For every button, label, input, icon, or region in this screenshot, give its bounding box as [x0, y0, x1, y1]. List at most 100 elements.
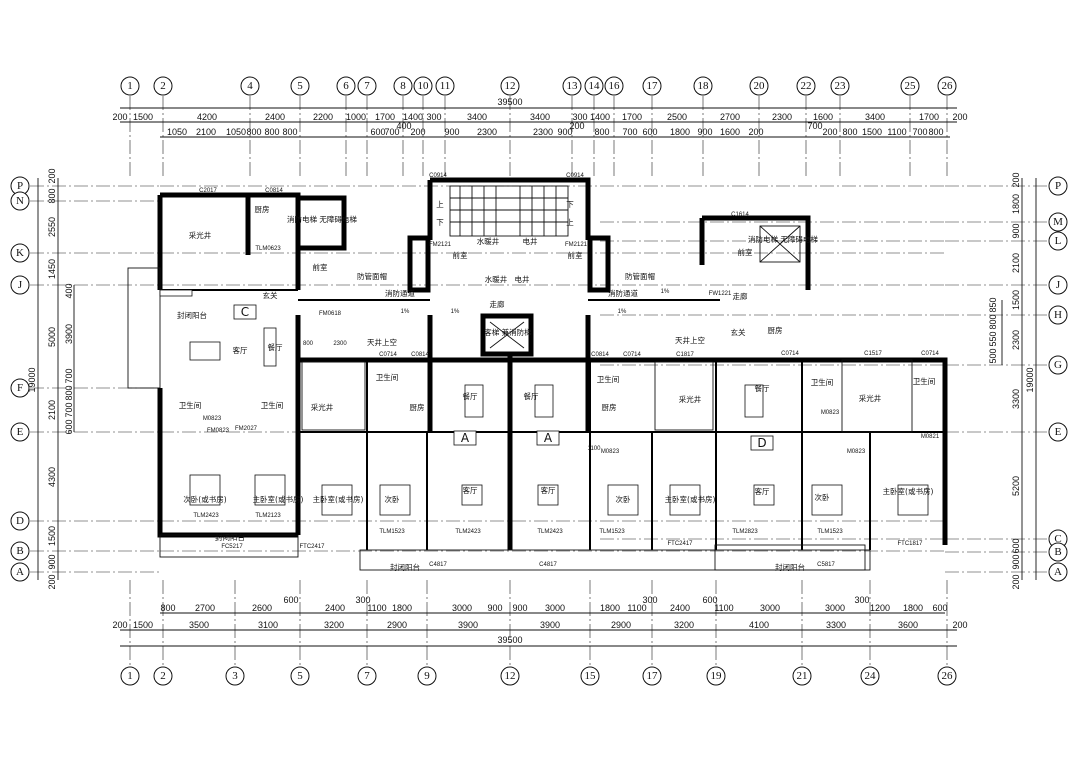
watermark-logo: 房天下 Fang.com	[900, 698, 1042, 742]
dimension-text: 3000	[825, 603, 845, 613]
dimension-text: 1600	[720, 127, 740, 137]
room-label: 电井	[523, 236, 538, 246]
room-label: 消防电梯 无障碍电梯	[748, 234, 818, 244]
dimension-text: 4100	[749, 620, 769, 630]
dimension-text: 700	[622, 127, 637, 137]
door-window-code: TLM2123	[255, 513, 281, 519]
furniture	[159, 289, 929, 516]
axis-label: 9	[424, 670, 430, 682]
dimension-text: 2100	[196, 127, 216, 137]
axis-label: 4	[247, 80, 253, 92]
dimension-text: 1800	[903, 603, 923, 613]
room-label: 前室	[313, 262, 328, 272]
axis-label: 25	[905, 80, 917, 92]
door-window-code: FW1221	[709, 291, 732, 297]
dimension-text: 800	[594, 127, 609, 137]
axis-right: A	[1048, 562, 1068, 582]
room-label: 客厅	[755, 486, 770, 496]
dimension-text: 2100	[1011, 253, 1021, 273]
axis-left: D	[10, 511, 30, 531]
axis-label: 7	[364, 670, 370, 682]
door-window-code: C1817	[676, 352, 694, 358]
dimension-text: 1800	[670, 127, 690, 137]
dimension-text: 900	[1011, 554, 1021, 569]
axis-label: 19	[711, 670, 723, 682]
room-label: 电井	[515, 274, 530, 284]
axis-right: M	[1048, 212, 1068, 232]
room-label: 走廊	[490, 299, 505, 309]
door-window-code: C0814	[265, 188, 283, 194]
door-window-code: C0814	[591, 352, 609, 358]
dimension-text: 2300	[533, 127, 553, 137]
axis-top: 26	[937, 76, 957, 96]
axis-label: A	[1054, 566, 1062, 578]
dimension-text: 2300	[1011, 330, 1021, 350]
room-label: 封闭阳台	[215, 532, 245, 542]
axis-left: N	[10, 191, 30, 211]
room-label: 采光井	[679, 394, 702, 404]
door-window-code: FM2121	[429, 242, 452, 248]
slope-label: 1%	[618, 309, 627, 315]
axis-label: G	[1054, 359, 1062, 371]
dimension-text: 3900	[64, 324, 74, 344]
room-label: 采光井	[311, 402, 334, 412]
dimension-text: 3200	[324, 620, 344, 630]
axis-top: 11	[435, 76, 455, 96]
room-label: 次卧	[385, 494, 400, 504]
dimension-text: 700	[807, 121, 822, 131]
room-label: 水暖井	[477, 236, 500, 246]
dimension-text: 200	[952, 112, 967, 122]
axis-label: 2	[160, 670, 166, 682]
dimension-text: 2400	[325, 603, 345, 613]
dimension-text: 850	[988, 297, 998, 312]
dimension-text: 2500	[667, 112, 687, 122]
axis-top: 8	[393, 76, 413, 96]
dimension-text: 550	[988, 331, 998, 346]
dimension-text: 900	[1011, 223, 1021, 238]
dimension-text: 700	[64, 402, 74, 417]
dimension-text: 1200	[870, 603, 890, 613]
dimension-text: 500	[988, 348, 998, 363]
axis-bottom: 3	[225, 666, 245, 686]
dimension-text: 3000	[452, 603, 472, 613]
axis-label: 10	[418, 80, 430, 92]
axis-right: B	[1048, 542, 1068, 562]
dimension-text: 3600	[898, 620, 918, 630]
room-label: 前室	[738, 247, 753, 257]
axis-left: A	[10, 562, 30, 582]
door-window-code: FM0823	[207, 428, 230, 434]
axis-label: 15	[585, 670, 597, 682]
room-label: 厨房	[410, 402, 425, 412]
axis-label: J	[1056, 279, 1061, 291]
door-window-code: M0823	[203, 416, 222, 422]
axis-top: 7	[357, 76, 377, 96]
axis-label: P	[1055, 180, 1061, 192]
axis-bottom: 19	[706, 666, 726, 686]
door-window-code: C2017	[199, 188, 217, 194]
dimension-text: 600	[1011, 538, 1021, 553]
axis-right: J	[1048, 275, 1068, 295]
axis-label: K	[16, 247, 24, 259]
door-window-code: TLM2423	[193, 513, 219, 519]
dimension-text: 19000	[27, 367, 37, 392]
room-label: 餐厅	[755, 384, 770, 393]
dimension-text: 2300	[477, 127, 497, 137]
dimension-text: 2100	[47, 400, 57, 420]
dimension-text: 800	[264, 127, 279, 137]
room-label: 主卧室(或书房)	[665, 494, 716, 504]
dimension-text: 39500	[497, 97, 522, 107]
slope-label: 1%	[401, 309, 410, 315]
dimension-text: 3300	[826, 620, 846, 630]
axis-bottom: 1	[120, 666, 140, 686]
dimension-text: 600	[370, 127, 385, 137]
dimension-text: 800	[842, 127, 857, 137]
axis-label: 26	[942, 670, 954, 682]
door-window-code: TLM1523	[599, 529, 625, 535]
dimension-text: 400	[64, 283, 74, 298]
door-window-code: FM2027	[235, 426, 258, 432]
dimension-text: 3900	[540, 620, 560, 630]
axis-label: 1	[127, 80, 133, 92]
axis-right: E	[1048, 422, 1068, 442]
axis-right: P	[1048, 176, 1068, 196]
